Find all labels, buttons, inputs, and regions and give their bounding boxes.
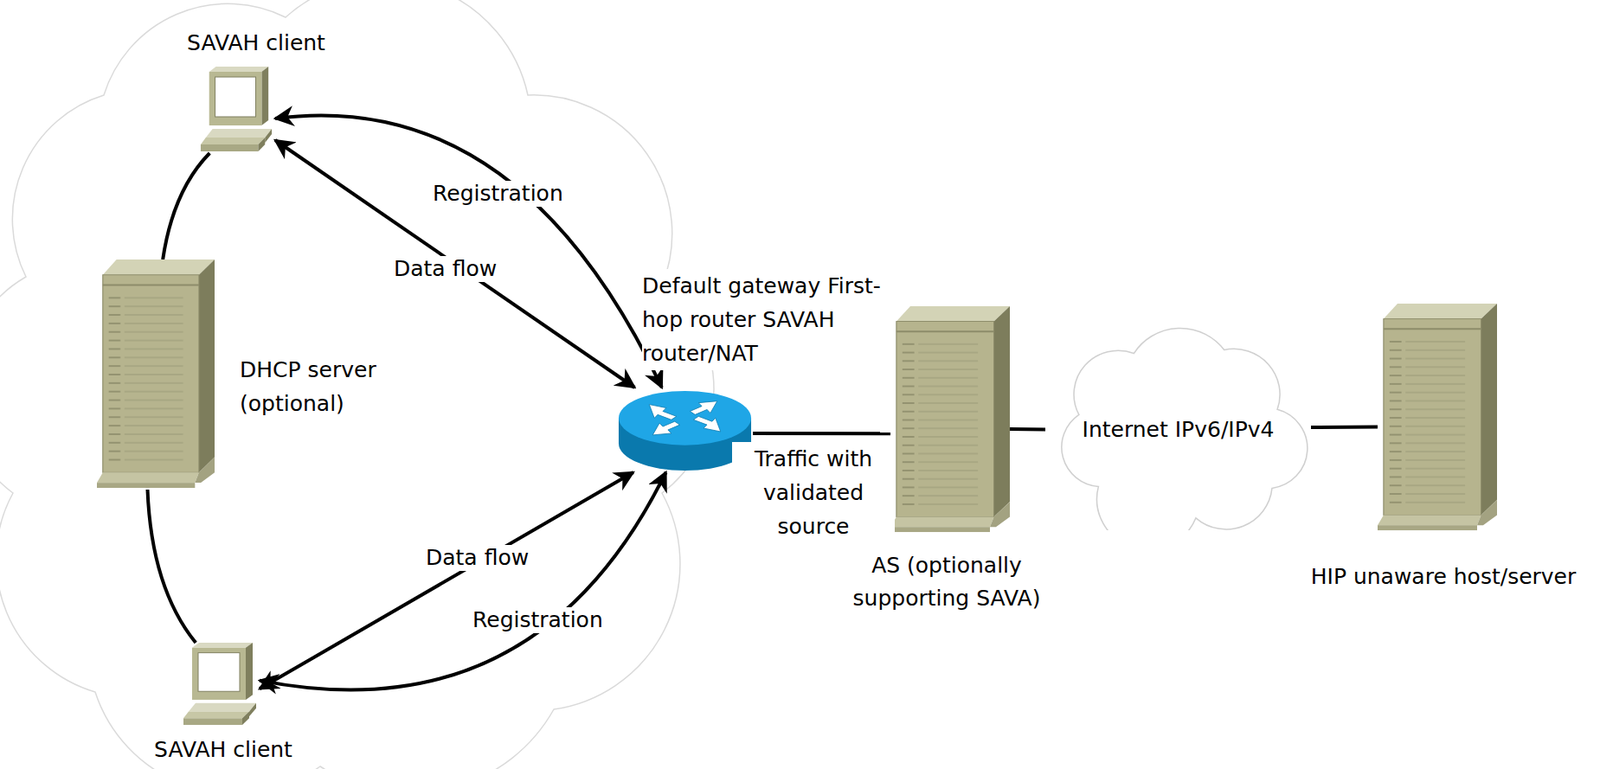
node-label: AS (optionally supporting SAVA) (842, 549, 1051, 616)
node-label: DHCP server (optional) (239, 353, 396, 421)
link-line (1009, 427, 1046, 432)
node-label: Internet IPv6/IPv4 (1045, 417, 1311, 444)
network-cloud-outline (0, 0, 714, 769)
edge-label: Data flow (422, 545, 533, 572)
link-line (752, 431, 891, 436)
flow-arrow (259, 472, 667, 691)
node-label: Default gateway First-hop router SAVAH r… (642, 269, 885, 371)
edge-label: Registration (429, 180, 567, 207)
link-line (147, 489, 196, 643)
node-label: HIP unaware host/server (1310, 564, 1577, 591)
link-line (162, 153, 210, 260)
edge-label: Data flow (390, 256, 501, 283)
client-node: SAVAH client (199, 66, 276, 154)
node-label: SAVAH client (154, 737, 293, 764)
server-icon (1377, 303, 1498, 533)
flow-arrow (275, 140, 635, 388)
server-node: DHCP server (optional) (96, 259, 215, 490)
server-icon (890, 306, 1010, 534)
client-node: SAVAH client (181, 642, 260, 727)
cloud-node: Internet IPv6/IPv4 (1045, 311, 1311, 531)
flow-arrow (275, 115, 662, 388)
computer-icon (199, 66, 276, 154)
edge-label: Traffic with validated source (732, 442, 895, 544)
node-label: SAVAH client (186, 30, 326, 57)
flow-arrow (259, 472, 634, 689)
link-line (1310, 425, 1378, 431)
edge-label: Registration (469, 607, 607, 634)
server-icon (96, 259, 215, 490)
computer-icon (181, 642, 260, 727)
server-node: AS (optionally supporting SAVA) (890, 306, 1010, 534)
server-node: HIP unaware host/server (1377, 303, 1498, 533)
